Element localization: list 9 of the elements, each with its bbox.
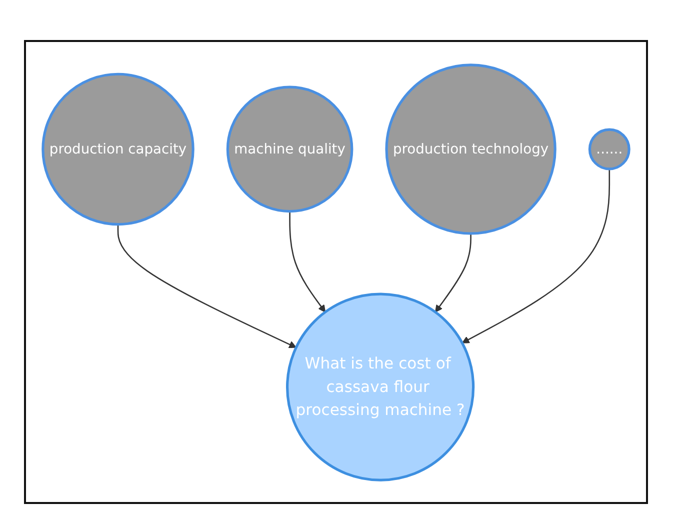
arrow: [462, 168, 610, 343]
node-circle: machine quality: [226, 85, 354, 212]
node-circle: production capacity: [42, 72, 194, 226]
node-circle: production technology: [385, 63, 556, 234]
arrow: [117, 224, 296, 348]
node-circle: ......: [588, 128, 630, 170]
node-circle: What is the cost of cassava flour processing machine ?: [286, 292, 475, 481]
arrow: [289, 210, 326, 312]
arrow: [435, 233, 472, 312]
